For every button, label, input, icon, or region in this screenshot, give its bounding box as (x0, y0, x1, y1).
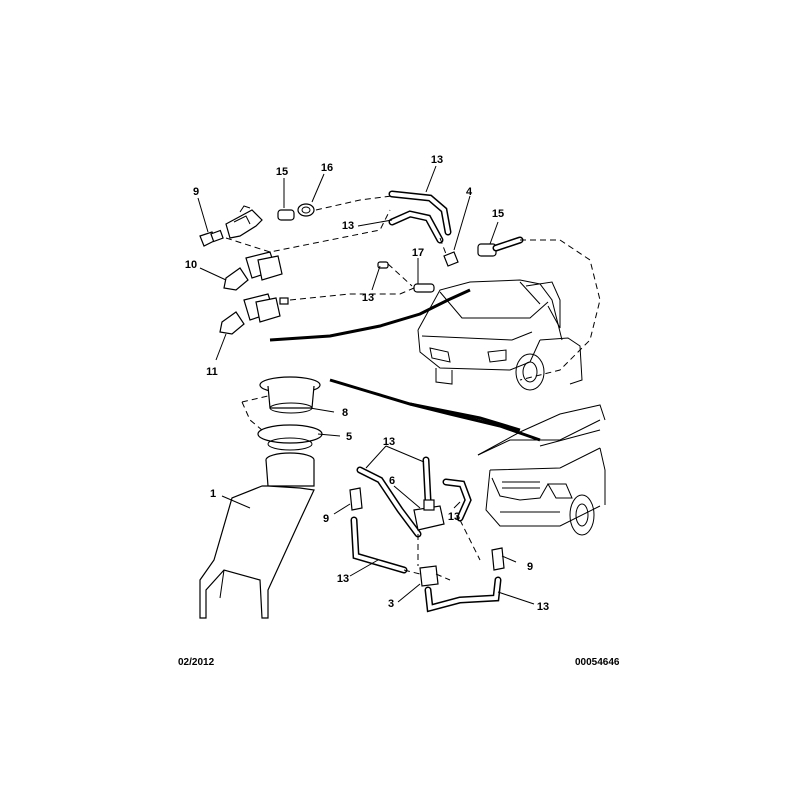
lamp-11 (219, 311, 245, 335)
elbow-4 (443, 251, 459, 267)
callout-6: 6 (389, 475, 395, 487)
callout-9: 9 (527, 561, 533, 573)
t-piece-3 (419, 565, 439, 587)
lamp-10 (223, 267, 249, 291)
callout-8: 8 (342, 407, 348, 419)
callout-9: 9 (323, 513, 329, 525)
callout-10: 10 (185, 259, 197, 271)
callout-13: 13 (362, 292, 374, 304)
callout-5: 5 (346, 431, 352, 443)
nozzle-9-right (491, 547, 505, 571)
callout-11: 11 (206, 366, 218, 378)
callout-3: 3 (388, 598, 394, 610)
rear-washer-assembly (199, 190, 601, 381)
callout-13: 13 (383, 436, 395, 448)
callout-13: 13 (448, 511, 460, 523)
grommet-16 (297, 203, 315, 217)
callout-13: 13 (342, 220, 354, 232)
front-car-illustration (477, 404, 606, 536)
connector-17 (413, 283, 435, 293)
callout-13: 13 (431, 154, 443, 166)
callout-4: 4 (466, 186, 473, 198)
nozzle-9-left (349, 487, 363, 511)
rear-car-illustration (417, 279, 583, 391)
callout-17: 17 (412, 247, 424, 259)
callout-16: 16 (321, 162, 333, 174)
callout-13: 13 (337, 573, 349, 585)
washer-reservoir (199, 376, 323, 619)
front-washer-hoses (349, 456, 505, 613)
callout-1: 1 (210, 488, 216, 500)
side-lamp-units (219, 251, 289, 335)
callout-13: 13 (537, 601, 549, 613)
callout-15: 15 (492, 208, 504, 220)
callout-9: 9 (193, 186, 199, 198)
callout-leaders (197, 165, 535, 605)
diagram-date: 02/2012 (178, 657, 215, 668)
callout-15: 15 (276, 166, 288, 178)
seal-5 (257, 424, 323, 444)
grommet-15-top (277, 209, 295, 221)
pump-bracket (225, 209, 263, 239)
diagram-reference-number: 00054646 (575, 657, 620, 668)
